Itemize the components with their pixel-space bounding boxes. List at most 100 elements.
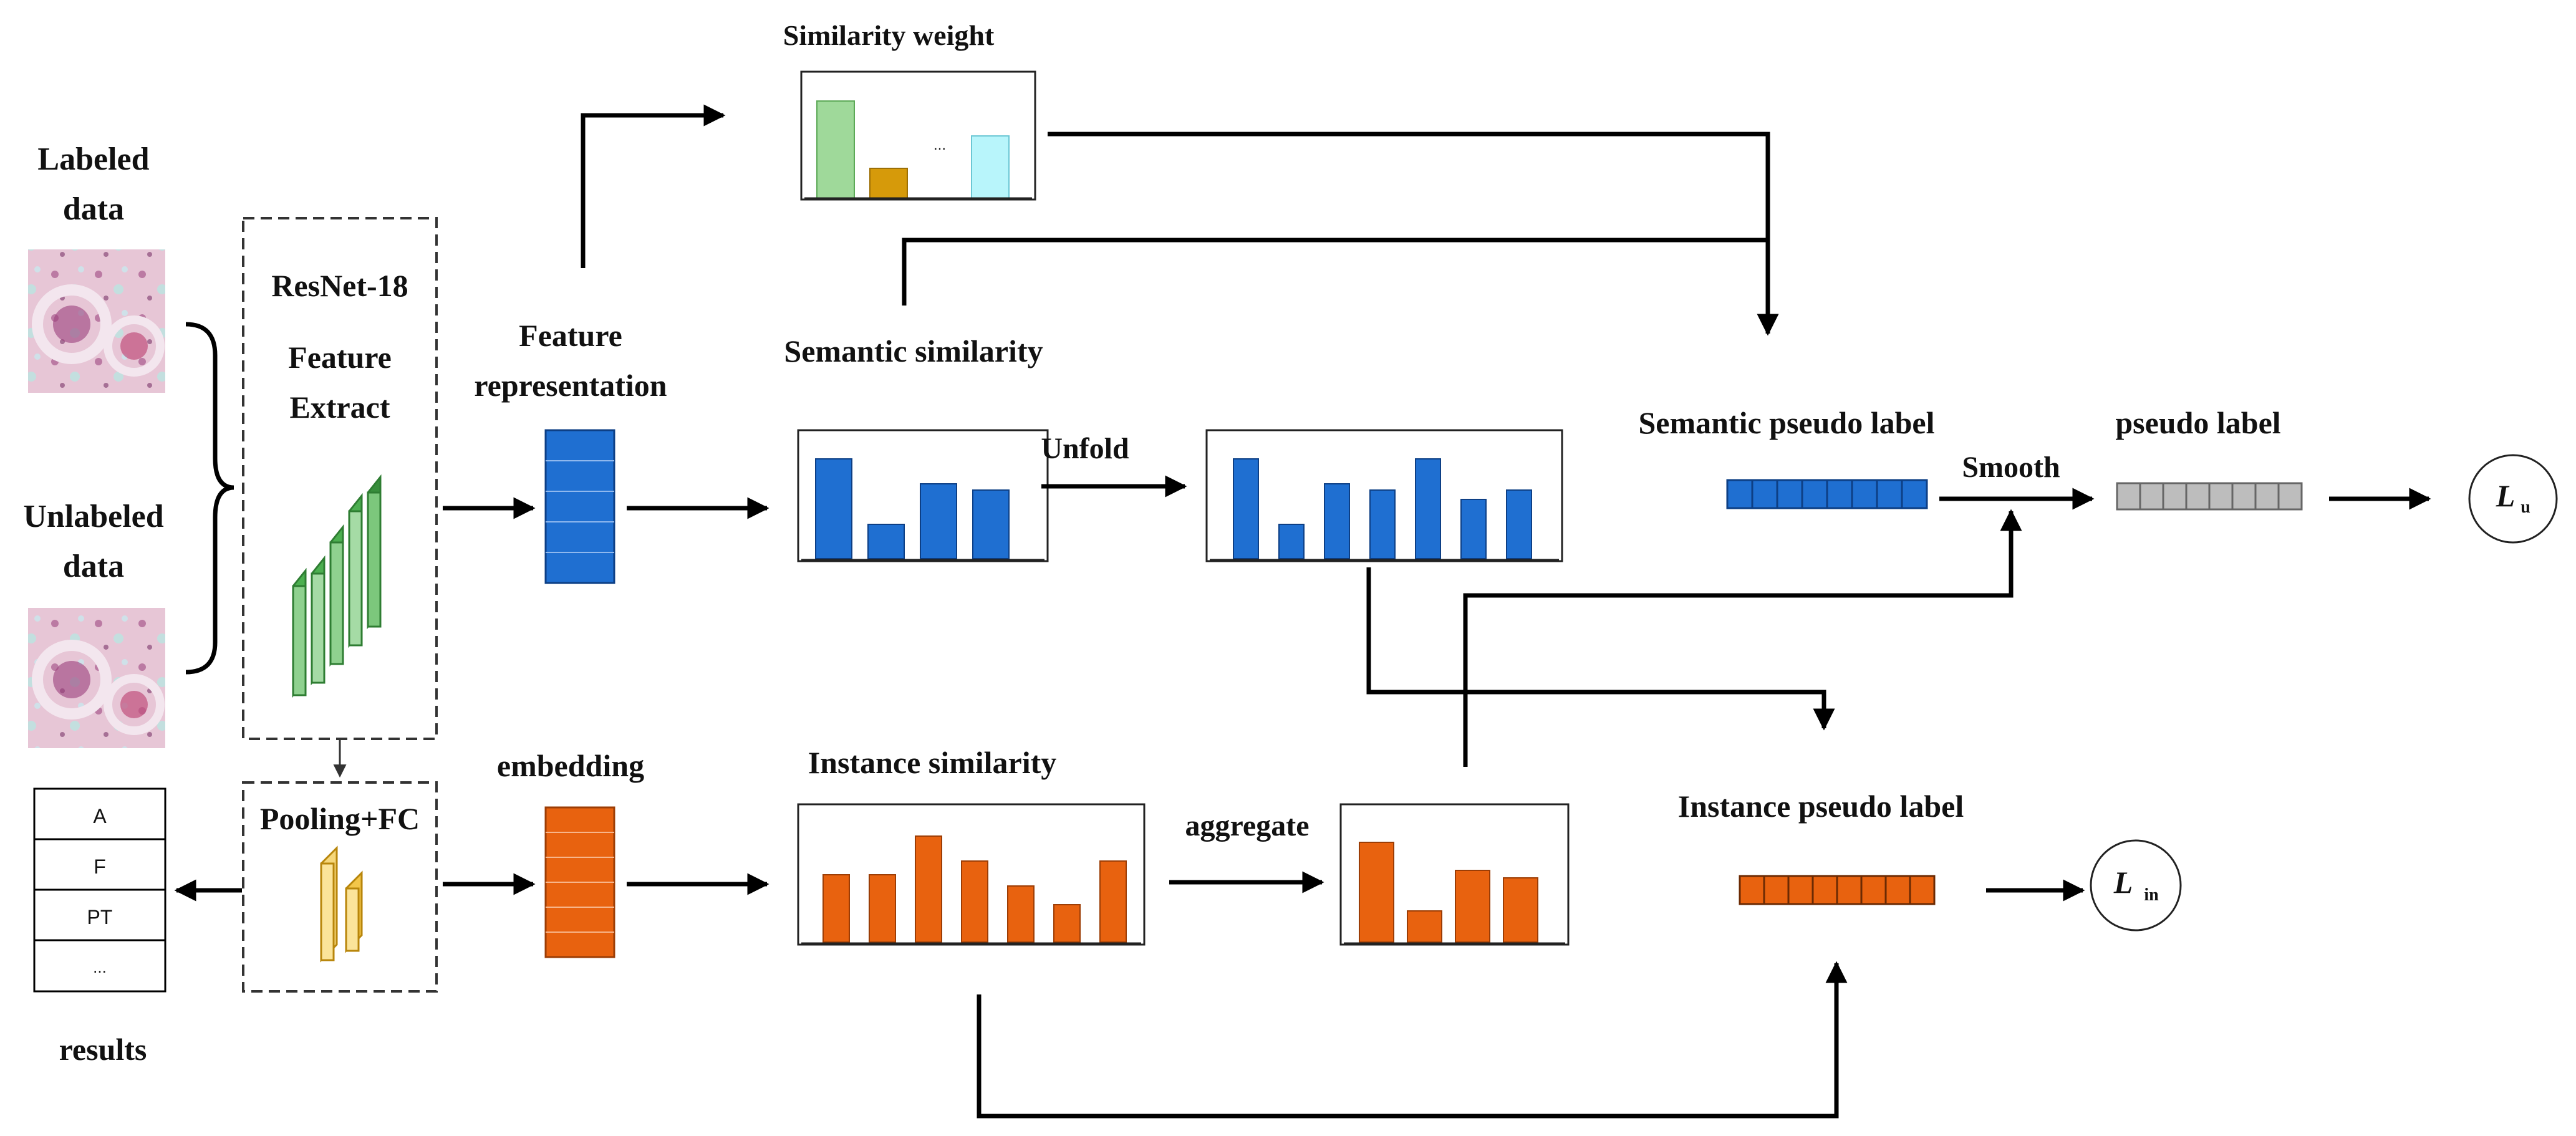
instance-pseudo-cell [1787, 875, 1814, 905]
semantic-bar [815, 458, 852, 559]
semantic-pseudo-label-vector [1726, 479, 1928, 509]
labeled-tissue-image [28, 249, 165, 393]
pseudo-cell [2139, 482, 2164, 511]
loss-in-node: L in [2090, 839, 2182, 931]
input-curly-brace [185, 322, 234, 675]
labeled-data-label-line2: data [63, 191, 124, 227]
pseudo-cell [2208, 482, 2234, 511]
pseudo-cell [2231, 482, 2257, 511]
loss-u-subscript: u [2521, 498, 2530, 517]
unlabeled-data-label-line2: data [63, 549, 124, 584]
resnet-backbone-icon [292, 474, 382, 698]
instance-pseudo-cell [1739, 875, 1765, 905]
weight-bar-cyan [971, 135, 1010, 199]
instance-bar [1007, 885, 1035, 943]
loss-in-subscript: in [2144, 885, 2159, 905]
similarity-weight-label: Similarity weight [783, 19, 995, 51]
weight-bar-green [816, 100, 855, 199]
instance-to-instance-pseudo-arrow [977, 961, 1848, 1119]
instance-bar [915, 835, 942, 943]
aggregated-similarity-bars [1359, 842, 1538, 943]
semantic-similarity-bars [815, 458, 1010, 559]
instance-bar [1053, 904, 1081, 943]
semantic-pseudo-cell [1801, 479, 1828, 509]
pooling-fc-head-icon [320, 845, 363, 963]
instance-pseudo-cell [1763, 875, 1790, 905]
instance-bar [961, 860, 988, 943]
pooling-fc-dashed-box [242, 781, 438, 993]
unfolded-bar [1233, 458, 1259, 559]
pseudo-cell [2254, 482, 2280, 511]
aggregated-bar [1359, 842, 1394, 943]
pseudo-label-vector [2116, 482, 2303, 511]
loss-u-node: L u [2468, 454, 2558, 544]
pseudo-cell [2277, 482, 2303, 511]
instance-bar [869, 874, 896, 943]
unfolded-bar [1415, 458, 1441, 559]
unfold-label: Unfold [1041, 432, 1129, 465]
aggregate-label: aggregate [1185, 809, 1309, 842]
results-item: F [94, 855, 106, 878]
instance-pseudo-cell [1811, 875, 1838, 905]
instance-pseudo-cell [1909, 875, 1936, 905]
unfolded-bar [1460, 499, 1487, 559]
instance-pseudo-label-title: Instance pseudo label [1678, 789, 1964, 824]
weight-bar-gold [869, 168, 908, 199]
instance-bar [822, 874, 850, 943]
pseudo-cell [2116, 482, 2141, 511]
pseudo-label-title: pseudo label [2115, 405, 2280, 440]
results-item: ... [93, 958, 107, 976]
feature-representation-vector [544, 429, 615, 584]
results-item: A [93, 805, 107, 827]
loss-u-symbol: L [2496, 478, 2516, 513]
semantic-pseudo-cell [1851, 479, 1878, 509]
results-item: PT [87, 906, 113, 928]
semantic-similarity-label: Semantic similarity [784, 334, 1043, 368]
instance-pseudo-label-vector [1739, 875, 1936, 905]
loss-in-symbol: L [2113, 865, 2133, 900]
instance-similarity-bars [822, 835, 1127, 943]
pseudo-cell [2185, 482, 2211, 511]
aggregate-to-smooth-arrow [1463, 509, 2022, 767]
smooth-label: Smooth [1962, 451, 2060, 484]
results-label: results [59, 1032, 147, 1067]
aggregated-bar [1407, 910, 1442, 943]
feature-extract-label-line2: Extract [289, 390, 390, 425]
unfolded-bar [1369, 489, 1396, 559]
semantic-bar [972, 489, 1010, 559]
pooling-fc-label: Pooling+FC [260, 801, 420, 836]
weight-to-semantic-pseudo-arrow [1048, 132, 1779, 336]
instance-pseudo-cell [1836, 875, 1863, 905]
resnet-label: ResNet-18 [271, 268, 408, 303]
unfolded-bar [1278, 524, 1305, 559]
feature-representation-label-line1: Feature [519, 318, 622, 353]
semantic-pseudo-cell [1901, 479, 1928, 509]
embedding-label: embedding [497, 748, 644, 783]
semantic-pseudo-cell [1726, 479, 1754, 509]
unlabeled-data-label-line1: Unlabeled [23, 499, 163, 534]
feature-extract-label-line1: Feature [288, 340, 392, 375]
semantic-feed-line [902, 238, 1768, 306]
instance-pseudo-cell [1884, 875, 1911, 905]
semantic-bar [920, 483, 957, 559]
results-list: A F PT ... [33, 787, 166, 993]
instance-similarity-label: Instance similarity [808, 745, 1057, 780]
aggregated-bar [1503, 877, 1538, 943]
feature-representation-label-line2: representation [474, 368, 667, 403]
semantic-pseudo-cell [1776, 479, 1803, 509]
instance-bar [1099, 860, 1127, 943]
labeled-data-label-line1: Labeled [37, 142, 149, 177]
unlabeled-tissue-image [28, 608, 165, 748]
pseudo-cell [2162, 482, 2188, 511]
aggregated-bar [1455, 870, 1490, 943]
semantic-pseudo-cell [1826, 479, 1853, 509]
semantic-pseudo-label-title: Semantic pseudo label [1638, 405, 1934, 440]
feature-to-weight-arrow [581, 104, 726, 268]
semantic-pseudo-cell [1876, 479, 1903, 509]
unfolded-similarity-bars [1233, 458, 1532, 559]
unfold-to-instance-pseudo-arrow [1366, 567, 1835, 731]
instance-pseudo-cell [1860, 875, 1887, 905]
semantic-bar [867, 524, 905, 559]
semantic-pseudo-cell [1751, 479, 1778, 509]
